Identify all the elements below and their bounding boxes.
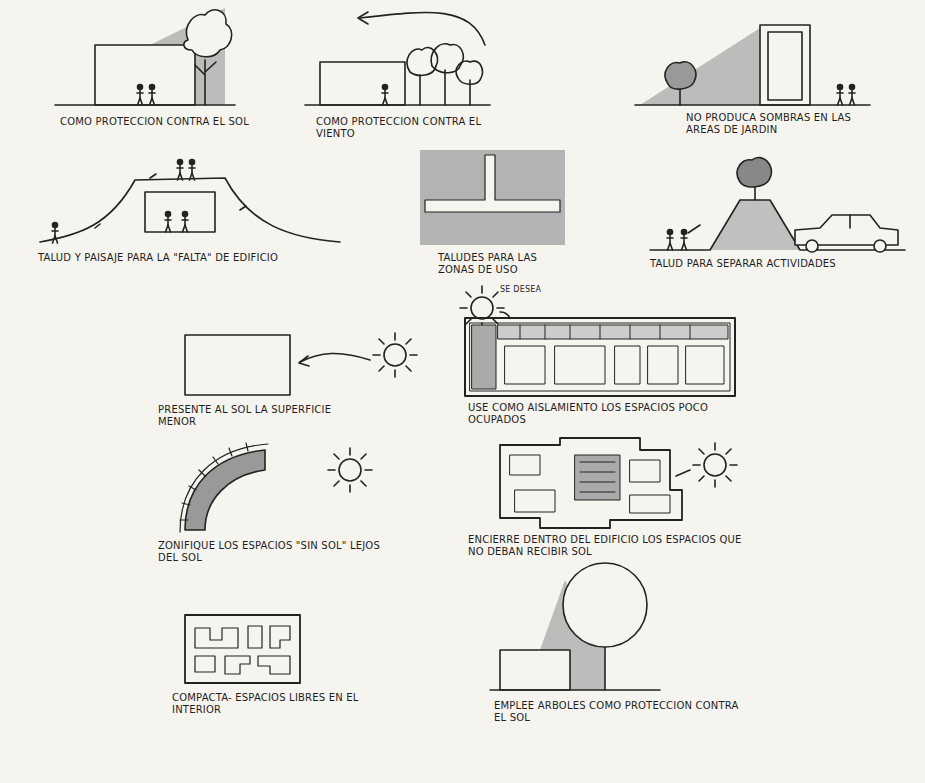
caption-text: COMO PROTECCION CONTRA EL SOL [60, 116, 250, 128]
berm-building-sketch [40, 160, 340, 244]
berm-zones-plan [420, 150, 565, 245]
sun-protection-sketch [55, 8, 235, 105]
caption-text: TALUDES PARA LAS ZONAS DE USO [438, 252, 568, 276]
note-text: SE DESEA [500, 284, 580, 296]
caption-text: NO PRODUCA SOMBRAS EN LAS AREAS DE JARDI… [686, 112, 876, 136]
caption-text: TALUD PARA SEPARAR ACTIVIDADES [650, 258, 920, 270]
berm-separation-sketch [650, 158, 905, 252]
caption-text: ZONIFIQUE LOS ESPACIOS "SIN SOL" LEJOS D… [158, 540, 388, 564]
caption-text: TALUD Y PAISAJE PARA LA "FALTA" DE EDIFI… [38, 252, 328, 264]
caption-text: PRESENTE AL SOL LA SUPERFICIE MENOR [158, 404, 368, 428]
caption-text: USE COMO AISLAMIENTO LOS ESPACIOS POCO O… [468, 402, 768, 426]
wind-protection-sketch [305, 12, 490, 105]
enclosed-plan [500, 438, 737, 528]
caption-text: ENCIERRE DENTRO DEL EDIFICIO LOS ESPACIO… [468, 534, 748, 558]
insulation-plan [460, 286, 735, 396]
garden-shade-sketch [635, 25, 870, 105]
zoning-arc-plan [180, 443, 372, 532]
caption-text: COMO PROTECCION CONTRA EL VIENTO [316, 116, 506, 140]
caption-text: COMPACTA- ESPACIOS LIBRES EN EL INTERIOR [172, 692, 362, 716]
tree-shade-sketch [490, 563, 660, 690]
orientation-sketch [185, 333, 417, 395]
compact-plan [185, 615, 300, 683]
caption-text: EMPLEE ARBOLES COMO PROTECCION CONTRA EL… [494, 700, 754, 724]
